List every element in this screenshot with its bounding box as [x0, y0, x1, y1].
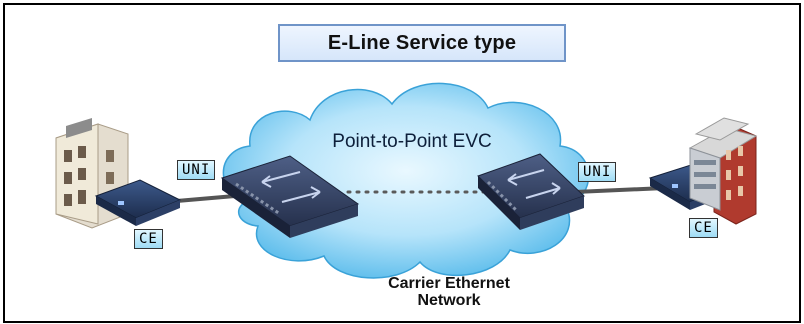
switch-left-icon: [220, 155, 360, 238]
building-right-icon: [688, 117, 758, 225]
outer-border: [3, 3, 801, 323]
network-label-line2: Network: [417, 292, 481, 309]
switch-right-icon: [477, 153, 585, 230]
building-left-icon: [55, 118, 129, 229]
link-right: [574, 186, 666, 194]
router-left-icon: [94, 179, 182, 226]
network-label-line1: Carrier Ethernet: [388, 275, 510, 292]
uni-left-tag: UNI: [177, 160, 216, 180]
network-label: Carrier Ethernet Network: [354, 275, 544, 309]
ce-right-tag: CE: [689, 218, 718, 238]
evc-label: Point-to-Point EVC: [332, 131, 492, 152]
diagram-title: E-Line Service type: [278, 24, 566, 62]
ce-left-tag: CE: [134, 229, 163, 249]
uni-right-tag: UNI: [578, 162, 617, 182]
